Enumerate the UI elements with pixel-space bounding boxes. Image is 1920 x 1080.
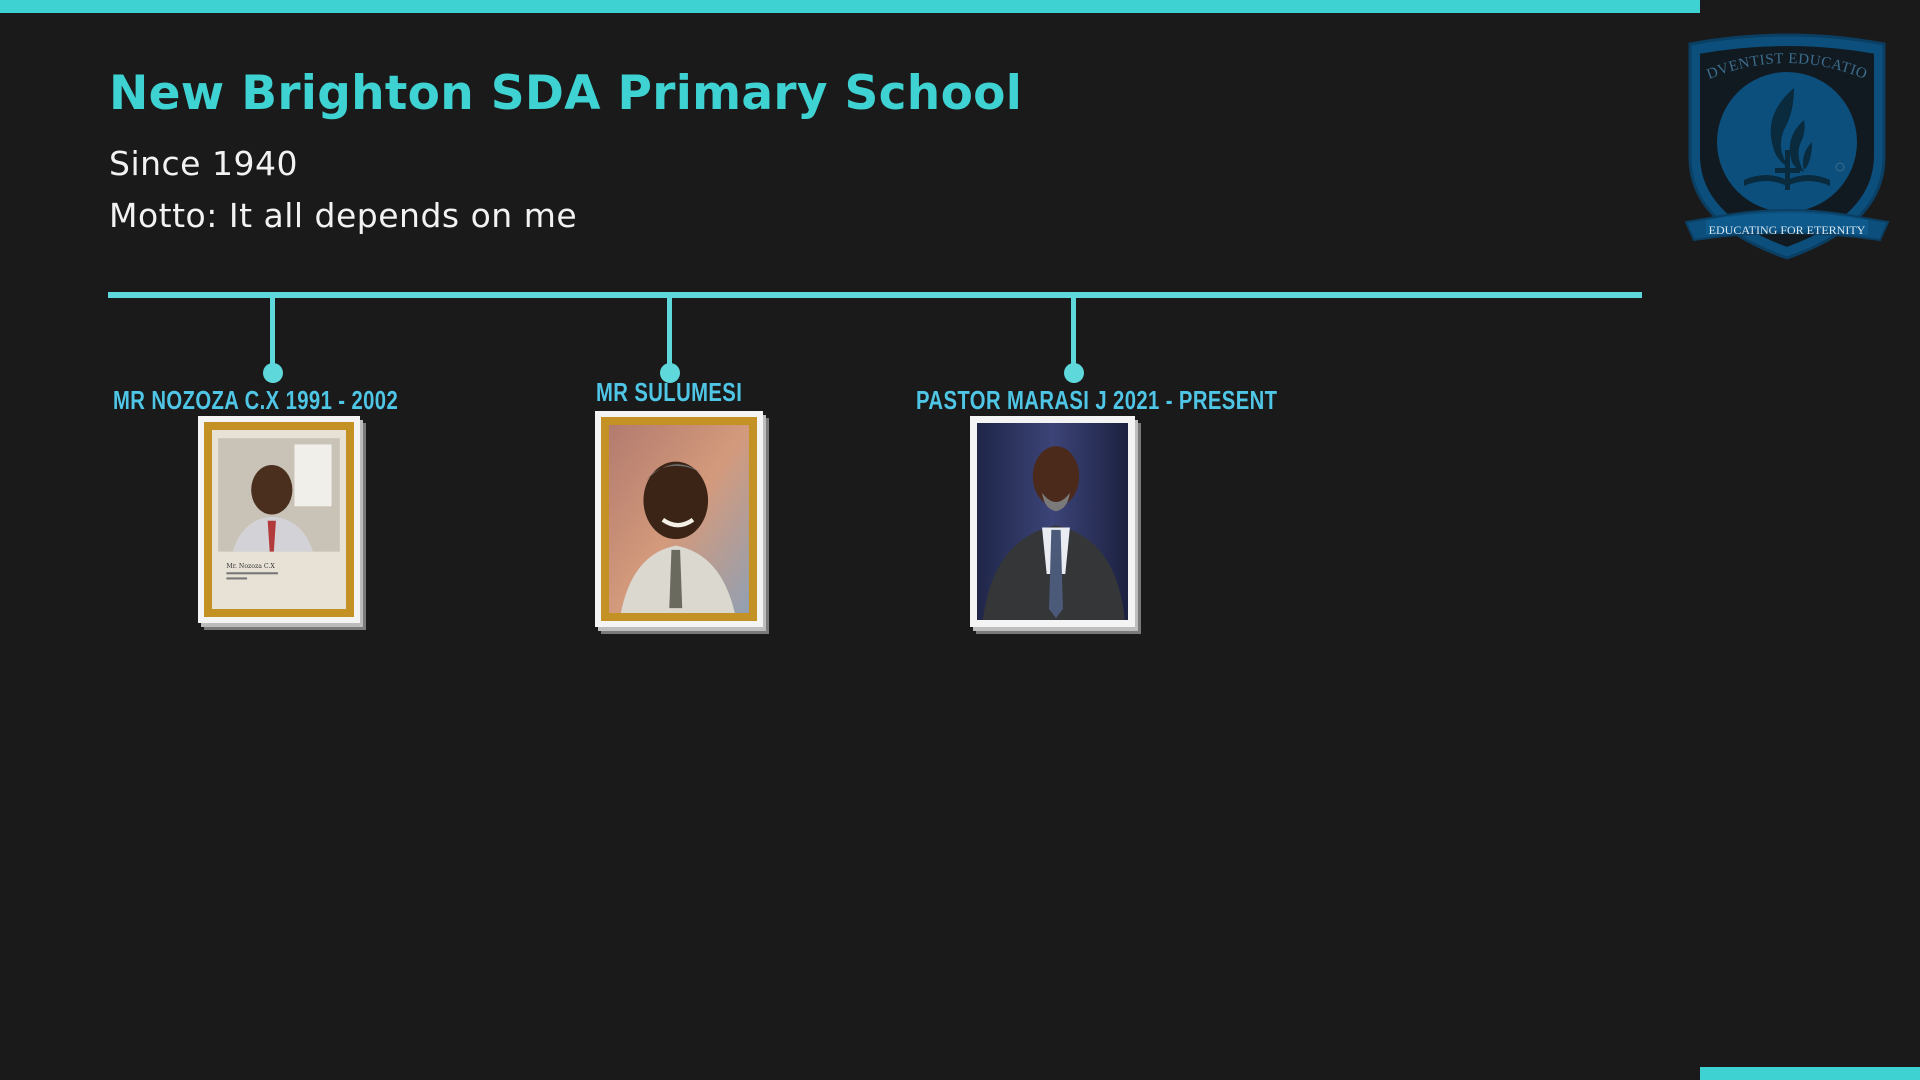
person-photo	[977, 423, 1128, 620]
portrait-nozoza: Mr. Nozoza C.X	[198, 416, 360, 623]
timeline-dot	[263, 363, 283, 383]
logo-ribbon-text: EDUCATING FOR ETERNITY	[1709, 223, 1866, 237]
timeline-connector	[270, 296, 275, 370]
adventist-education-logo: ADVENTIST EDUCATION EDUCATING FOR ETERNI…	[1682, 30, 1890, 260]
adventist-flame-icon	[1744, 88, 1830, 190]
portrait-marasi	[970, 416, 1135, 627]
timeline-dot	[1064, 363, 1084, 383]
timeline-connector	[1071, 296, 1076, 370]
page-title: New Brighton SDA Primary School	[109, 66, 1023, 121]
person-photo: Mr. Nozoza C.X	[212, 430, 346, 609]
portrait-sulumesi	[595, 411, 763, 627]
bottom-accent-bar	[1700, 1067, 1920, 1080]
timeline-label-marasi: PASTOR MARASI J 2021 - PRESENT	[916, 385, 1278, 415]
top-accent-bar	[0, 0, 1700, 13]
timeline-line	[108, 292, 1642, 298]
person-photo	[609, 425, 749, 613]
motto-text: Motto: It all depends on me	[109, 196, 578, 235]
since-text: Since 1940	[109, 144, 298, 183]
svg-text:Mr. Nozoza C.X: Mr. Nozoza C.X	[226, 563, 275, 570]
timeline-label-sulumesi: MR SULUMESI	[596, 377, 743, 407]
timeline-label-nozoza: MR NOZOZA C.X 1991 - 2002	[113, 385, 399, 415]
timeline-connector	[667, 296, 672, 370]
timeline-dot	[660, 363, 680, 383]
